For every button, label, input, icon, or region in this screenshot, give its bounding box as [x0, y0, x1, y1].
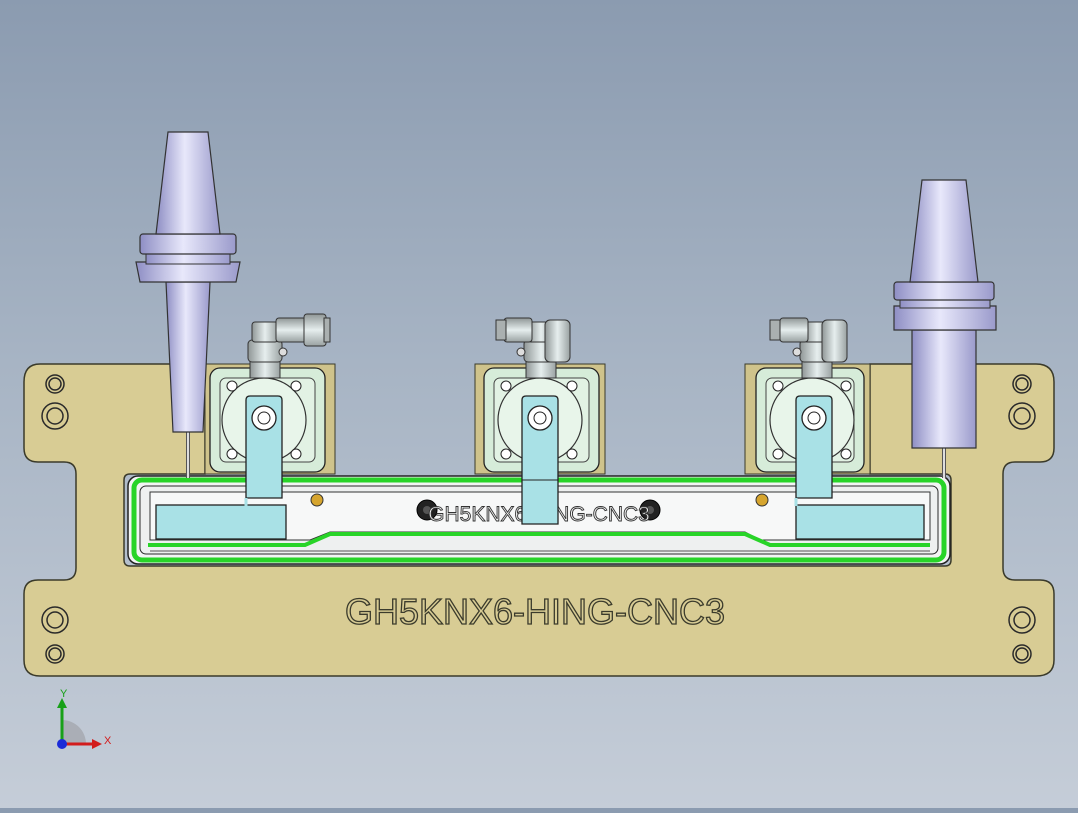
plate-holes [41, 374, 1036, 664]
air-fitting-center[interactable] [495, 317, 571, 379]
screw-head [755, 493, 769, 507]
triad-x-label: X [104, 735, 112, 747]
coordinate-triad: Y X [57, 688, 112, 749]
clamp-module-center[interactable] [483, 367, 600, 525]
air-fitting-right[interactable] [769, 317, 848, 379]
clamp-module-left[interactable] [150, 367, 326, 540]
screw-head [310, 493, 324, 507]
plate-engraving: GH5KNX6-HING-CNC3 [345, 591, 725, 632]
tool-holder-right[interactable] [893, 179, 997, 478]
triad-y-label: Y [60, 688, 68, 700]
air-fitting-left[interactable] [247, 313, 331, 379]
tool-holder-left[interactable] [135, 131, 241, 478]
clamp-module-right[interactable] [755, 367, 925, 540]
